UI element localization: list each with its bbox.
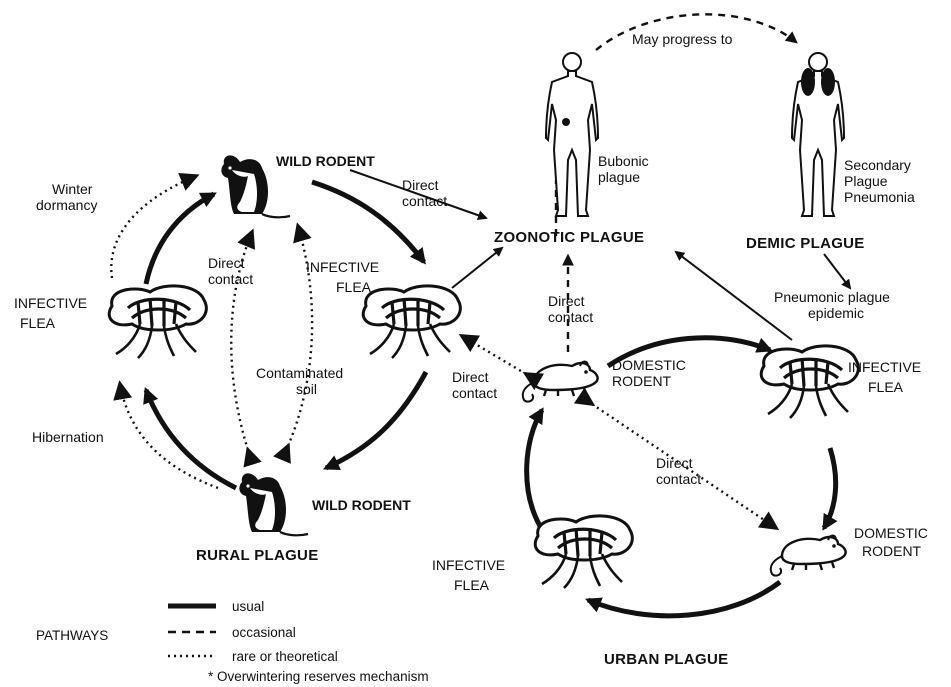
- wild-rodent-bottom-figure: [239, 473, 308, 535]
- arrow-bottom-flea-to-domestic: [527, 410, 542, 526]
- zoonotic-plague-label: ZOONOTIC PLAGUE: [494, 229, 644, 246]
- urban-direct-contact-label: Direct contact: [656, 455, 701, 487]
- bubonic-human-figure: [546, 53, 598, 216]
- urban-plague-label: URBAN PLAGUE: [604, 651, 728, 668]
- pathways-legend: PATHWAYS usual occasional rare or theore…: [36, 599, 429, 684]
- infective-flea-center-label: INFECTIVE FLEA: [306, 259, 383, 295]
- winter-dormancy-label: Winter dormancy: [36, 181, 97, 213]
- infective-flea-left-figure: [109, 286, 206, 358]
- direct-contact-up-label: Direct contact: [548, 293, 593, 325]
- arrow-bottom-rodent-to-flea: [146, 390, 236, 488]
- arrow-demic-to-epidemic: [824, 254, 850, 288]
- pneumonic-epidemic-label: Pneumonic plague epidemic: [774, 289, 894, 321]
- bubonic-plague-label: Bubonic plague: [598, 153, 652, 185]
- secondary-plague-label: Secondary Plague Pneumonia: [844, 157, 915, 205]
- infective-flea-right-figure: [761, 346, 858, 418]
- legend-usual-label: usual: [232, 599, 264, 614]
- arrow-flea-to-zoonotic: [452, 248, 502, 288]
- wild-rodent-bottom-label: WILD RODENT: [312, 497, 411, 513]
- arrow-flea-to-bottom-rodent: [326, 372, 426, 468]
- hibernation-label: Hibernation: [32, 429, 104, 445]
- rural-plague-label: RURAL PLAGUE: [196, 547, 319, 564]
- arrow-flea-to-top-rodent: [146, 194, 214, 284]
- direct-contact-zoonotic-label: Direct contact: [402, 177, 447, 209]
- direct-contact-left-label: Direct contact: [452, 369, 497, 401]
- infective-flea-center-figure: [363, 286, 460, 358]
- contaminated-soil-label: Contaminated soil: [256, 365, 347, 397]
- infective-flea-bottom-label: INFECTIVE FLEA: [432, 557, 509, 593]
- pneumonic-human-figure: [792, 53, 844, 216]
- may-progress-label: May progress to: [632, 31, 733, 47]
- infective-flea-right-label: INFECTIVE FLEA: [848, 359, 925, 395]
- wild-rodent-top-label: WILD RODENT: [276, 153, 375, 169]
- domestic-rodent-center-label: DOMESTIC RODENT: [612, 357, 690, 389]
- infective-flea-bottom-figure: [535, 516, 632, 588]
- demic-plague-label: DEMIC PLAGUE: [746, 235, 865, 252]
- arrow-rodent-to-bottom-flea: [588, 582, 780, 616]
- legend-overwintering-label: * Overwintering reserves mechanism: [208, 669, 429, 684]
- domestic-rodent-right-label: DOMESTIC RODENT: [854, 525, 932, 559]
- infective-flea-left-label: INFECTIVE FLEA: [14, 295, 91, 331]
- domestic-rodent-right-figure: [771, 536, 846, 576]
- legend-rare-label: rare or theoretical: [232, 649, 338, 664]
- legend-title: PATHWAYS: [36, 628, 108, 643]
- arrow-urban-flea-to-rodent: [824, 448, 836, 528]
- domestic-rodent-center-figure: [523, 362, 598, 402]
- rural-direct-contact-label: Direct contact: [208, 255, 253, 287]
- legend-occasional-label: occasional: [232, 625, 296, 640]
